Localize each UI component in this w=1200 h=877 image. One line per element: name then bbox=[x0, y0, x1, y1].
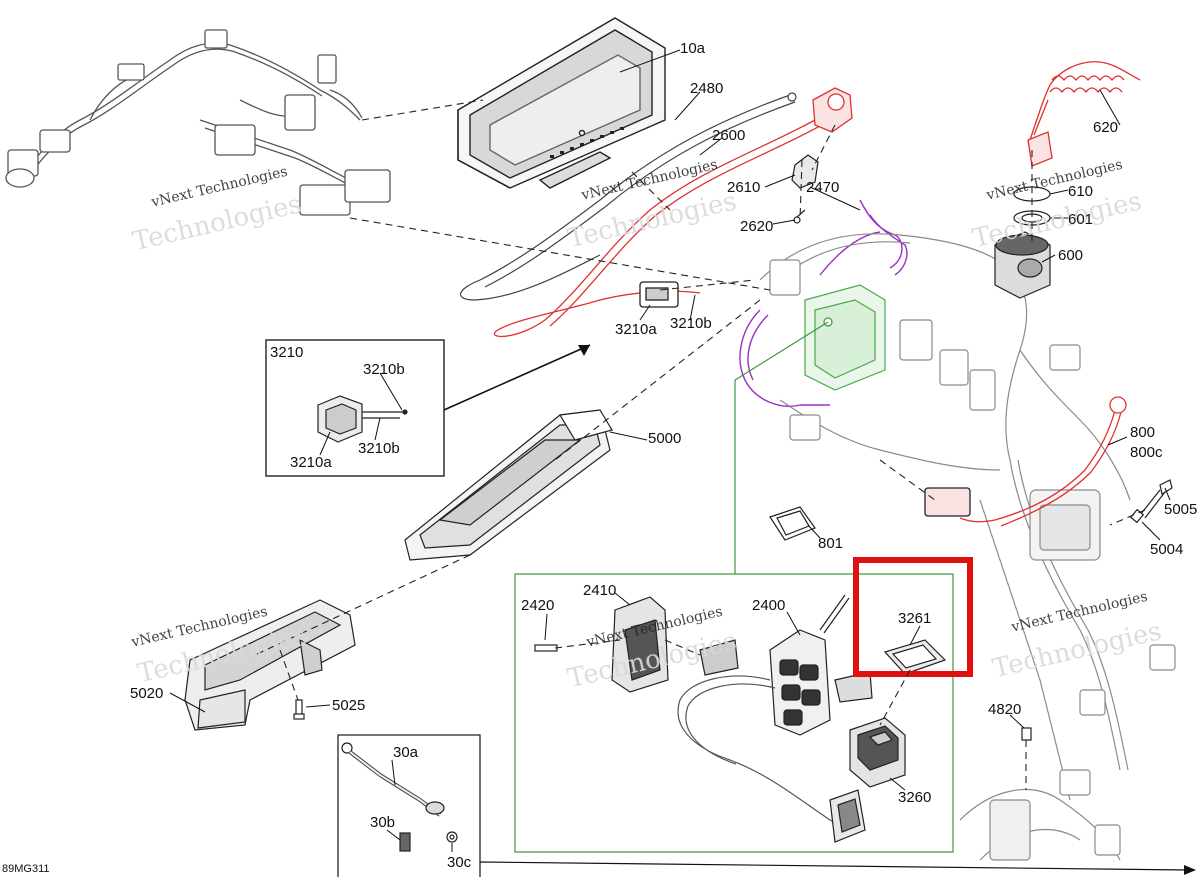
callout-800c: 800c bbox=[1130, 444, 1163, 461]
callout-800: 800 bbox=[1130, 424, 1156, 441]
callout-30c: 30c bbox=[447, 854, 472, 871]
seal-801 bbox=[769, 506, 816, 541]
callout-620: 620 bbox=[1093, 119, 1119, 136]
bolts-5004-5005 bbox=[1129, 479, 1173, 524]
cover-5000 bbox=[404, 409, 613, 561]
callout-3210b: 3210b bbox=[358, 440, 400, 457]
callout-3210a: 3210a bbox=[615, 321, 657, 338]
main-harness bbox=[759, 233, 1176, 861]
ignition-switch bbox=[994, 186, 1051, 299]
callout-2620: 2620 bbox=[740, 218, 774, 235]
harness-2480 bbox=[460, 92, 797, 301]
green-connector-block bbox=[804, 284, 886, 391]
switch-3260 bbox=[849, 717, 906, 788]
callout-2480: 2480 bbox=[690, 80, 724, 97]
switch-detail-frame bbox=[514, 321, 954, 853]
detail-box-30 bbox=[337, 734, 481, 877]
callout-30b: 30b bbox=[370, 814, 396, 831]
bottom-arrow bbox=[479, 861, 1196, 875]
callout-10a: 10a bbox=[680, 40, 706, 57]
switch-housing-2410 bbox=[611, 596, 669, 693]
callout-2470: 2470 bbox=[806, 179, 840, 196]
callout-3260: 3260 bbox=[898, 789, 932, 806]
diagram-reference: 89MG311 bbox=[2, 863, 50, 875]
callout-610: 610 bbox=[1068, 183, 1094, 200]
callout-2410: 2410 bbox=[583, 582, 617, 599]
highlight-box bbox=[853, 557, 973, 677]
bezel-3261 bbox=[883, 639, 947, 675]
coiled-tether-620 bbox=[1027, 61, 1141, 167]
callout-5005: 5005 bbox=[1164, 501, 1198, 518]
callout-5004: 5004 bbox=[1150, 541, 1184, 558]
callout-3261: 3261 bbox=[898, 610, 932, 627]
detail-box-3210 bbox=[265, 339, 591, 477]
callout-2600: 2600 bbox=[712, 127, 746, 144]
callout-3210b: 3210b bbox=[363, 361, 405, 378]
callout-801: 801 bbox=[818, 535, 844, 552]
nut-4820 bbox=[1021, 727, 1032, 741]
callout-5020: 5020 bbox=[130, 685, 164, 702]
screw-5025 bbox=[293, 699, 305, 720]
gauge-cluster bbox=[457, 17, 666, 189]
red-harness-2600 bbox=[493, 87, 853, 338]
switch-cluster-2400 bbox=[699, 594, 873, 736]
callout-2420: 2420 bbox=[521, 597, 555, 614]
red-harness-800 bbox=[924, 396, 1127, 527]
callout-600: 600 bbox=[1058, 247, 1084, 264]
plug-end bbox=[829, 789, 866, 843]
callout-2610: 2610 bbox=[727, 179, 761, 196]
callout-2400: 2400 bbox=[752, 597, 786, 614]
screw-2420 bbox=[534, 644, 558, 652]
callout-3210a: 3210a bbox=[290, 454, 332, 471]
callout-3210: 3210 bbox=[270, 344, 304, 361]
callout-30a: 30a bbox=[393, 744, 419, 761]
callout-5025: 5025 bbox=[332, 697, 366, 714]
upper-left-harness bbox=[5, 29, 391, 216]
callout-5000: 5000 bbox=[648, 430, 682, 447]
dashed-leaders bbox=[254, 99, 1146, 790]
callout-601: 601 bbox=[1068, 211, 1094, 228]
callout-3210b: 3210b bbox=[670, 315, 712, 332]
callout-4820: 4820 bbox=[988, 701, 1022, 718]
bracket-5020 bbox=[184, 599, 356, 731]
callout-leaders bbox=[169, 49, 1171, 852]
